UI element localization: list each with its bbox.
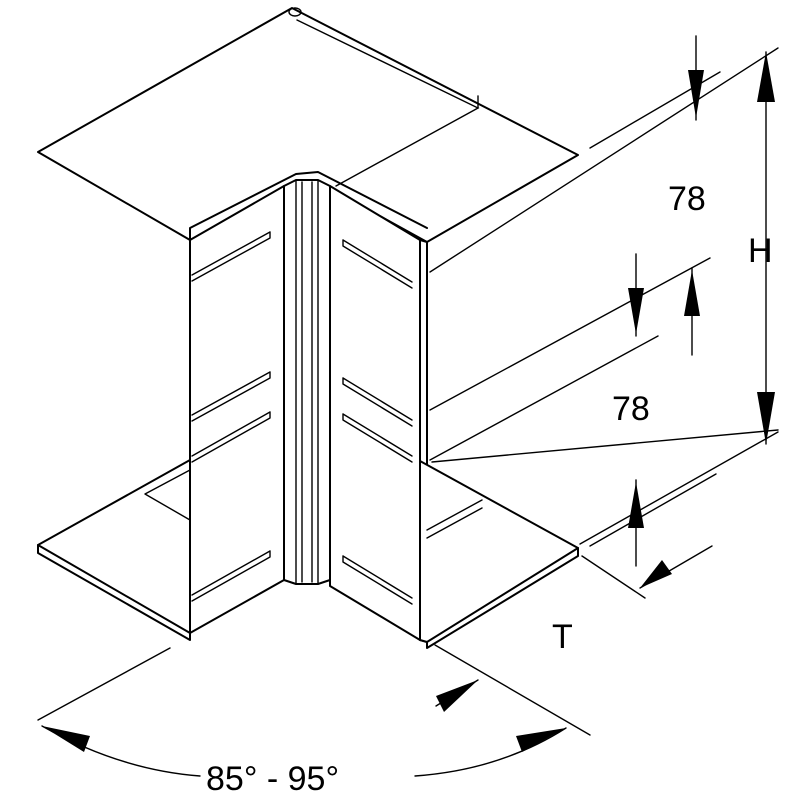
bottom-floor xyxy=(37,459,579,649)
arrow-icon xyxy=(628,482,644,528)
inner-corner-fitting xyxy=(37,7,579,649)
arrow-icon xyxy=(42,726,90,752)
arrow-icon xyxy=(516,728,566,752)
arrow-icon xyxy=(628,288,644,334)
depth-label: T xyxy=(552,618,573,656)
angle-label: 85° - 95° xyxy=(206,760,339,798)
height-label: H xyxy=(748,232,773,270)
arrow-icon xyxy=(757,392,775,444)
arrow-icon xyxy=(640,560,672,588)
arrow-icon xyxy=(688,70,704,118)
dimension-labels: 78 78 H T 85° - 95° xyxy=(206,180,773,798)
dimension-lines xyxy=(37,35,779,777)
dim-lower-label: 78 xyxy=(612,390,650,428)
arrow-icon xyxy=(436,680,478,712)
left-wall xyxy=(189,185,285,634)
screw-icon xyxy=(288,7,302,17)
dim-upper-label: 78 xyxy=(668,180,706,218)
right-wall xyxy=(329,185,428,641)
arrow-icon xyxy=(757,52,775,102)
arrow-icon xyxy=(684,270,700,316)
corner-post xyxy=(283,179,331,585)
